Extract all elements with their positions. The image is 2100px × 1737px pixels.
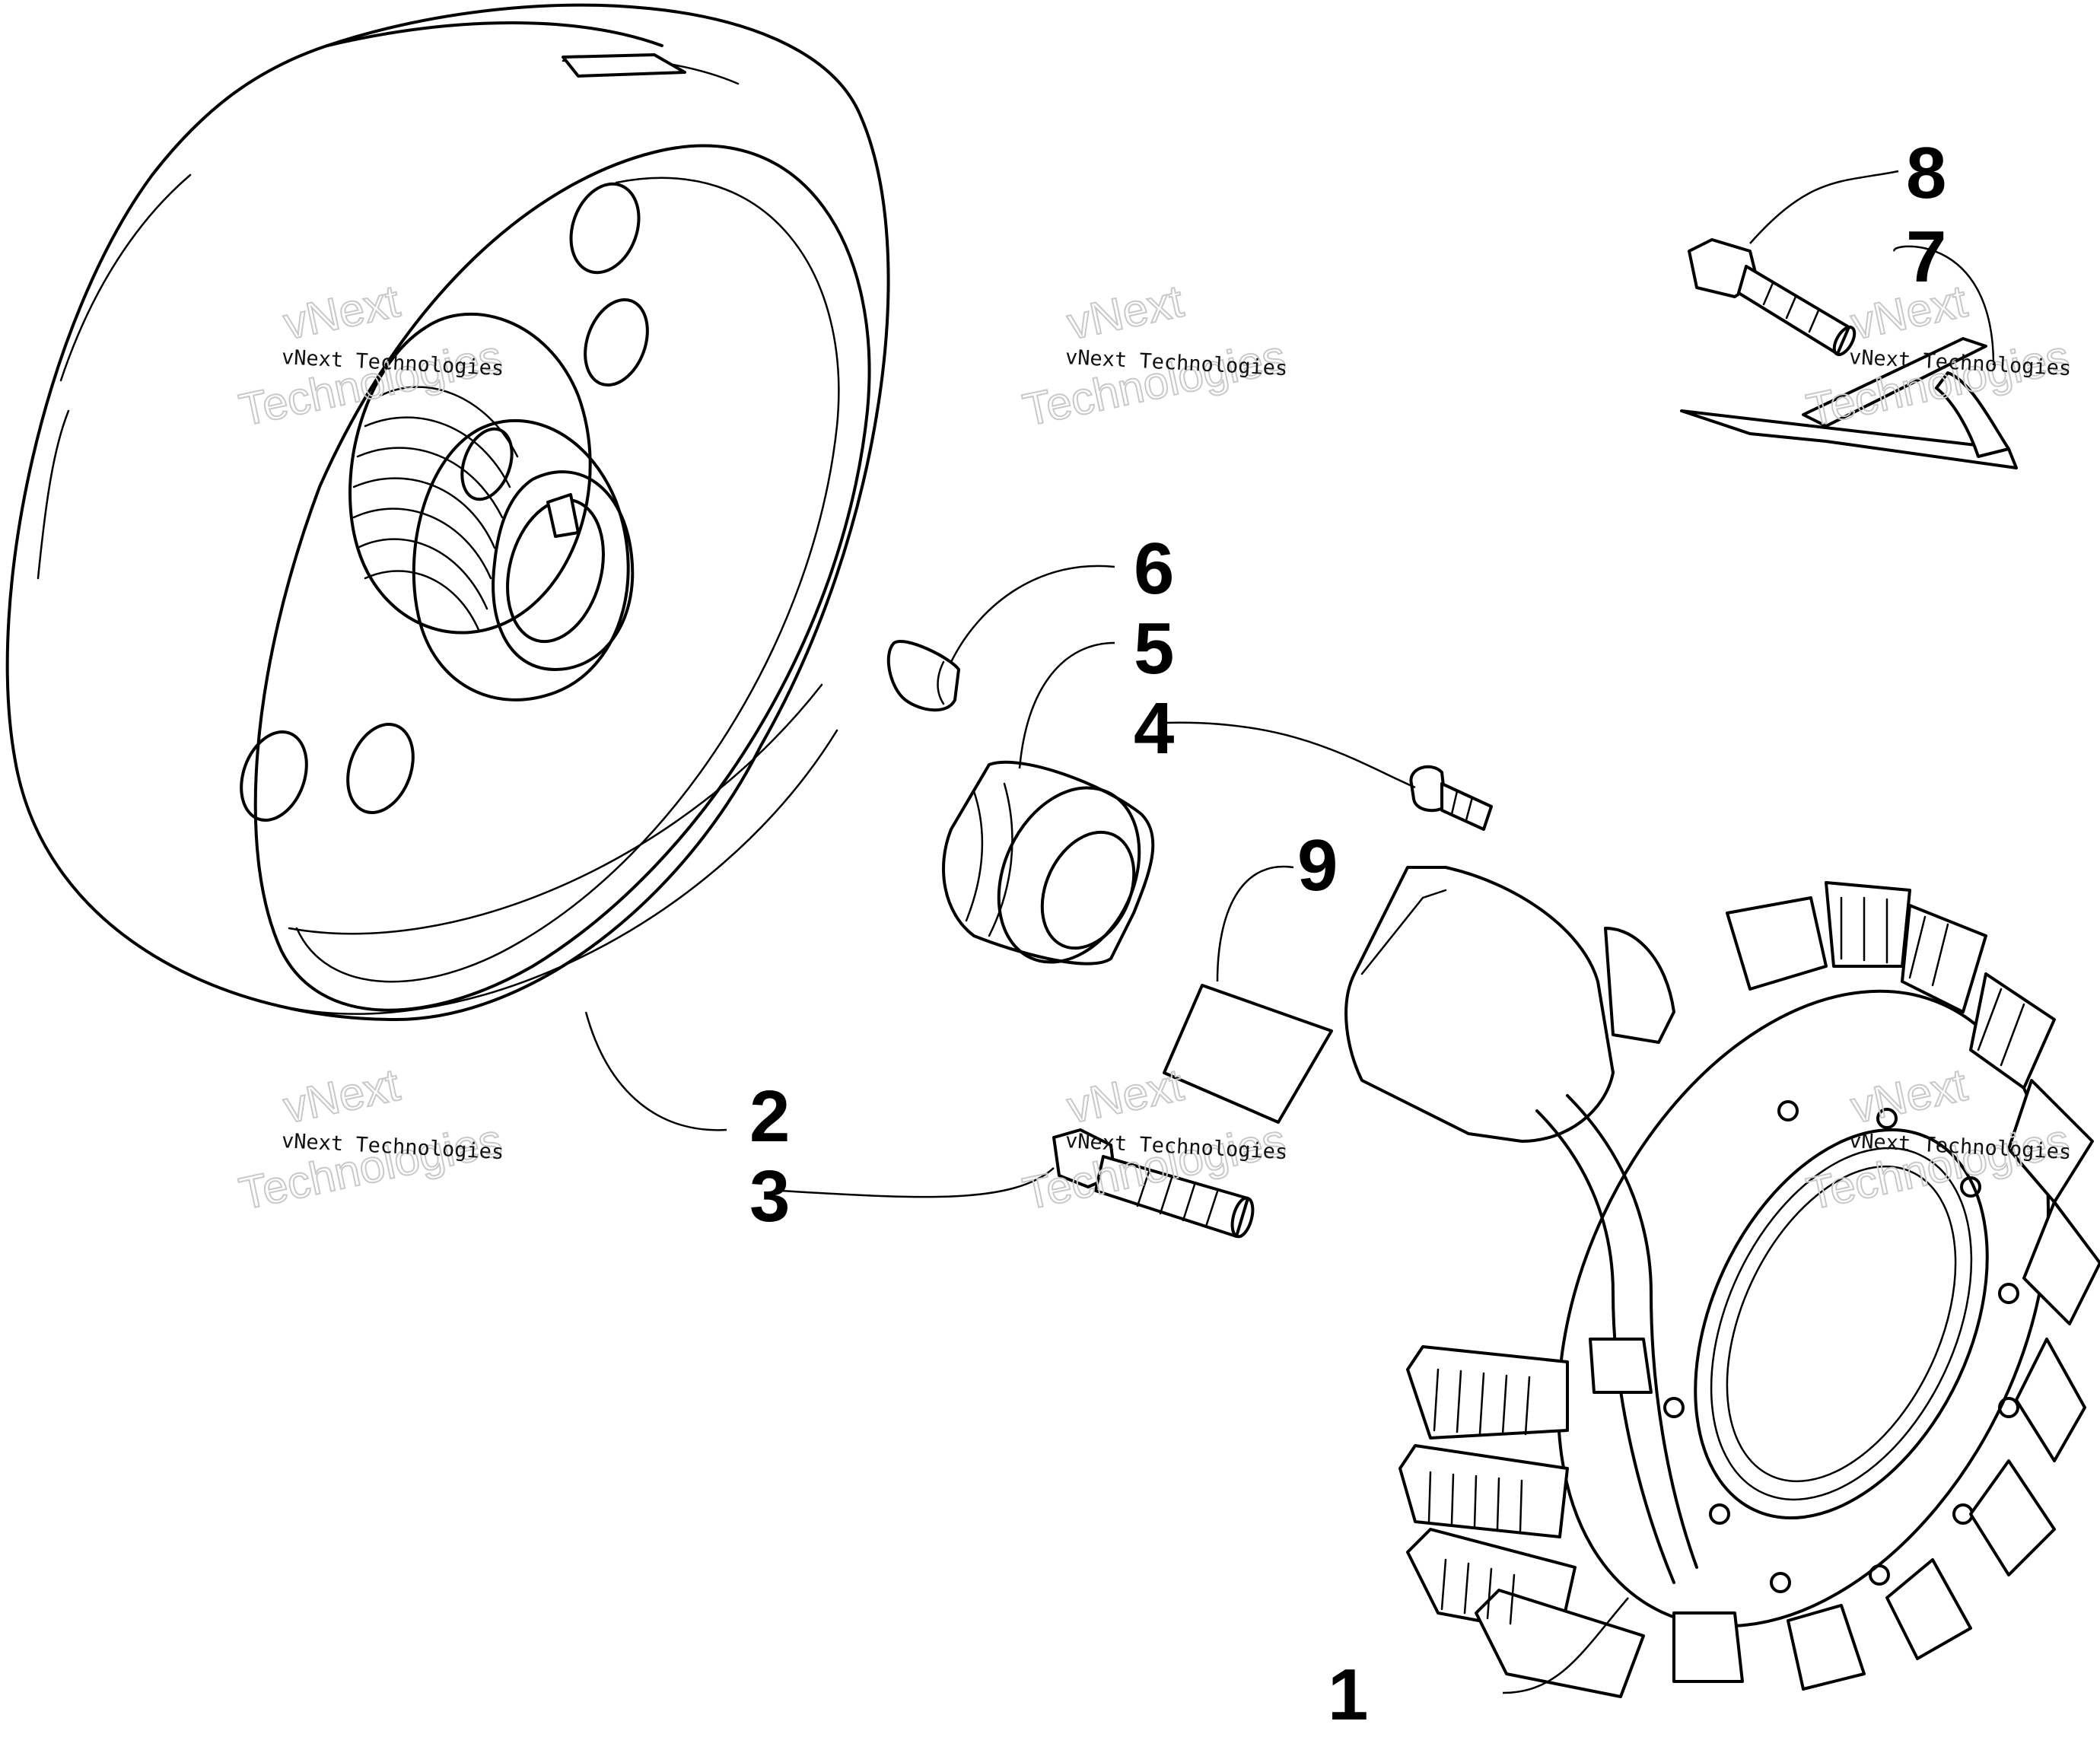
woodruff-key: [886, 640, 960, 712]
watermark-big-line2: Technologies: [235, 1114, 507, 1219]
starter-hub: [942, 760, 1155, 966]
watermark-big-line1: vNext: [279, 275, 404, 349]
watermark-top-center: vNext Technologies vNext Technologies: [1018, 275, 1291, 437]
callout-5: 5: [1134, 608, 1174, 689]
flywheel: [5, 3, 890, 1021]
watermark-big-line1: vNext: [1063, 275, 1188, 349]
stator: [1344, 866, 2100, 1698]
clamp-bolt: [1688, 238, 1857, 357]
callout-3: 3: [749, 1156, 790, 1237]
callout-6: 6: [1134, 528, 1174, 609]
flywheel-bolt: [1052, 1128, 1255, 1239]
watermark-big-line2: Technologies: [1019, 330, 1290, 435]
callout-7: 7: [1906, 216, 1946, 297]
watermark-bottom-left: vNext Technologies vNext Technologies: [234, 1058, 508, 1220]
rubber-pad: [1163, 984, 1333, 1124]
callout-8: 8: [1906, 132, 1946, 214]
callout-2: 2: [749, 1076, 790, 1157]
watermark-big-line1: vNext: [1847, 275, 1971, 349]
watermark-big-line2: Technologies: [235, 330, 507, 435]
callout-4: 4: [1134, 688, 1174, 769]
callout-1: 1: [1328, 1654, 1368, 1735]
leader-lines: [584, 170, 1995, 1694]
watermark-big-line1: vNext: [1063, 1059, 1188, 1133]
watermark-top-right: vNext Technologies vNext Technologies: [1802, 275, 2075, 437]
wire-clamp: [1680, 337, 2018, 469]
callout-9: 9: [1297, 825, 1338, 906]
callout-labels: 1 2 3 4 5 6 7 8 9: [749, 132, 1946, 1735]
watermark-big-line1: vNext: [279, 1059, 404, 1133]
stator-screw: [1409, 765, 1493, 831]
watermark-top-left: vNext Technologies vNext Technologies: [234, 275, 508, 437]
watermark-big-line2: Technologies: [1803, 330, 2074, 435]
